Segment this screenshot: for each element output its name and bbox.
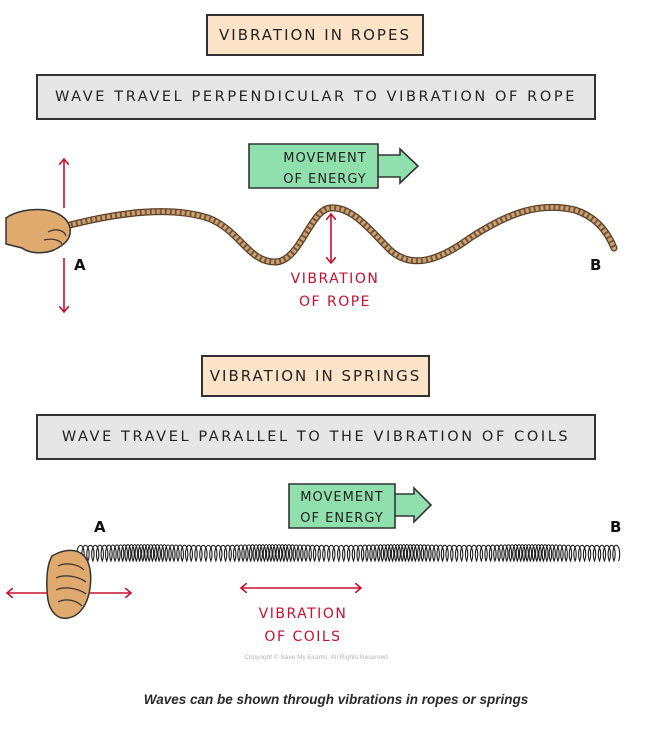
spring-coils [76, 544, 621, 563]
rope-wave [62, 203, 618, 266]
spring-vibration-line2: OF COILS [264, 629, 342, 645]
rope-description: WAVE TRAVEL PERPENDICULAR TO VIBRATION O… [55, 89, 577, 105]
spring-energy-line2: OF ENERGY [300, 511, 383, 526]
rope-vibration-line2: OF ROPE [298, 294, 372, 310]
spring-vibration-label: VIBRATION OF COILS [246, 603, 360, 649]
rope-energy-arrow: MOVEMENT OF ENERGY [248, 143, 420, 189]
rope-energy-line2: OF ENERGY [283, 172, 366, 187]
rope-vibration-label: VIBRATION OF ROPE [281, 268, 389, 314]
rope-title: VIBRATION IN ROPES [219, 26, 411, 44]
copyright-notice: Copyright © Save My Exams. All Rights Re… [244, 654, 388, 661]
spring-end-a: A [94, 518, 106, 536]
rope-description-box: WAVE TRAVEL PERPENDICULAR TO VIBRATION O… [36, 74, 596, 120]
spring-description: WAVE TRAVEL PARALLEL TO THE VIBRATION OF… [61, 429, 571, 445]
spring-title-box: VIBRATION IN SPRINGS [201, 355, 430, 397]
rope-title-box: VIBRATION IN ROPES [206, 14, 424, 56]
spring-end-b: B [610, 518, 622, 536]
spring-coil-path [76, 544, 621, 563]
rope-vibration-line1: VIBRATION [290, 271, 380, 287]
rope-end-b: B [590, 256, 602, 274]
rope-energy-line1: MOVEMENT [283, 151, 366, 166]
spring-energy-arrow: MOVEMENT OF ENERGY [288, 483, 433, 529]
figure-caption: Waves can be shown through vibrations in… [143, 692, 529, 707]
spring-description-box: WAVE TRAVEL PARALLEL TO THE VIBRATION OF… [36, 414, 596, 460]
spring-title: VIBRATION IN SPRINGS [209, 367, 422, 385]
spring-energy-line1: MOVEMENT [300, 490, 383, 505]
spring-vibration-line1: VIBRATION [258, 606, 348, 622]
rope-end-a: A [74, 256, 86, 274]
rope-hand-icon [5, 208, 71, 254]
spring-hand-icon [46, 549, 92, 620]
